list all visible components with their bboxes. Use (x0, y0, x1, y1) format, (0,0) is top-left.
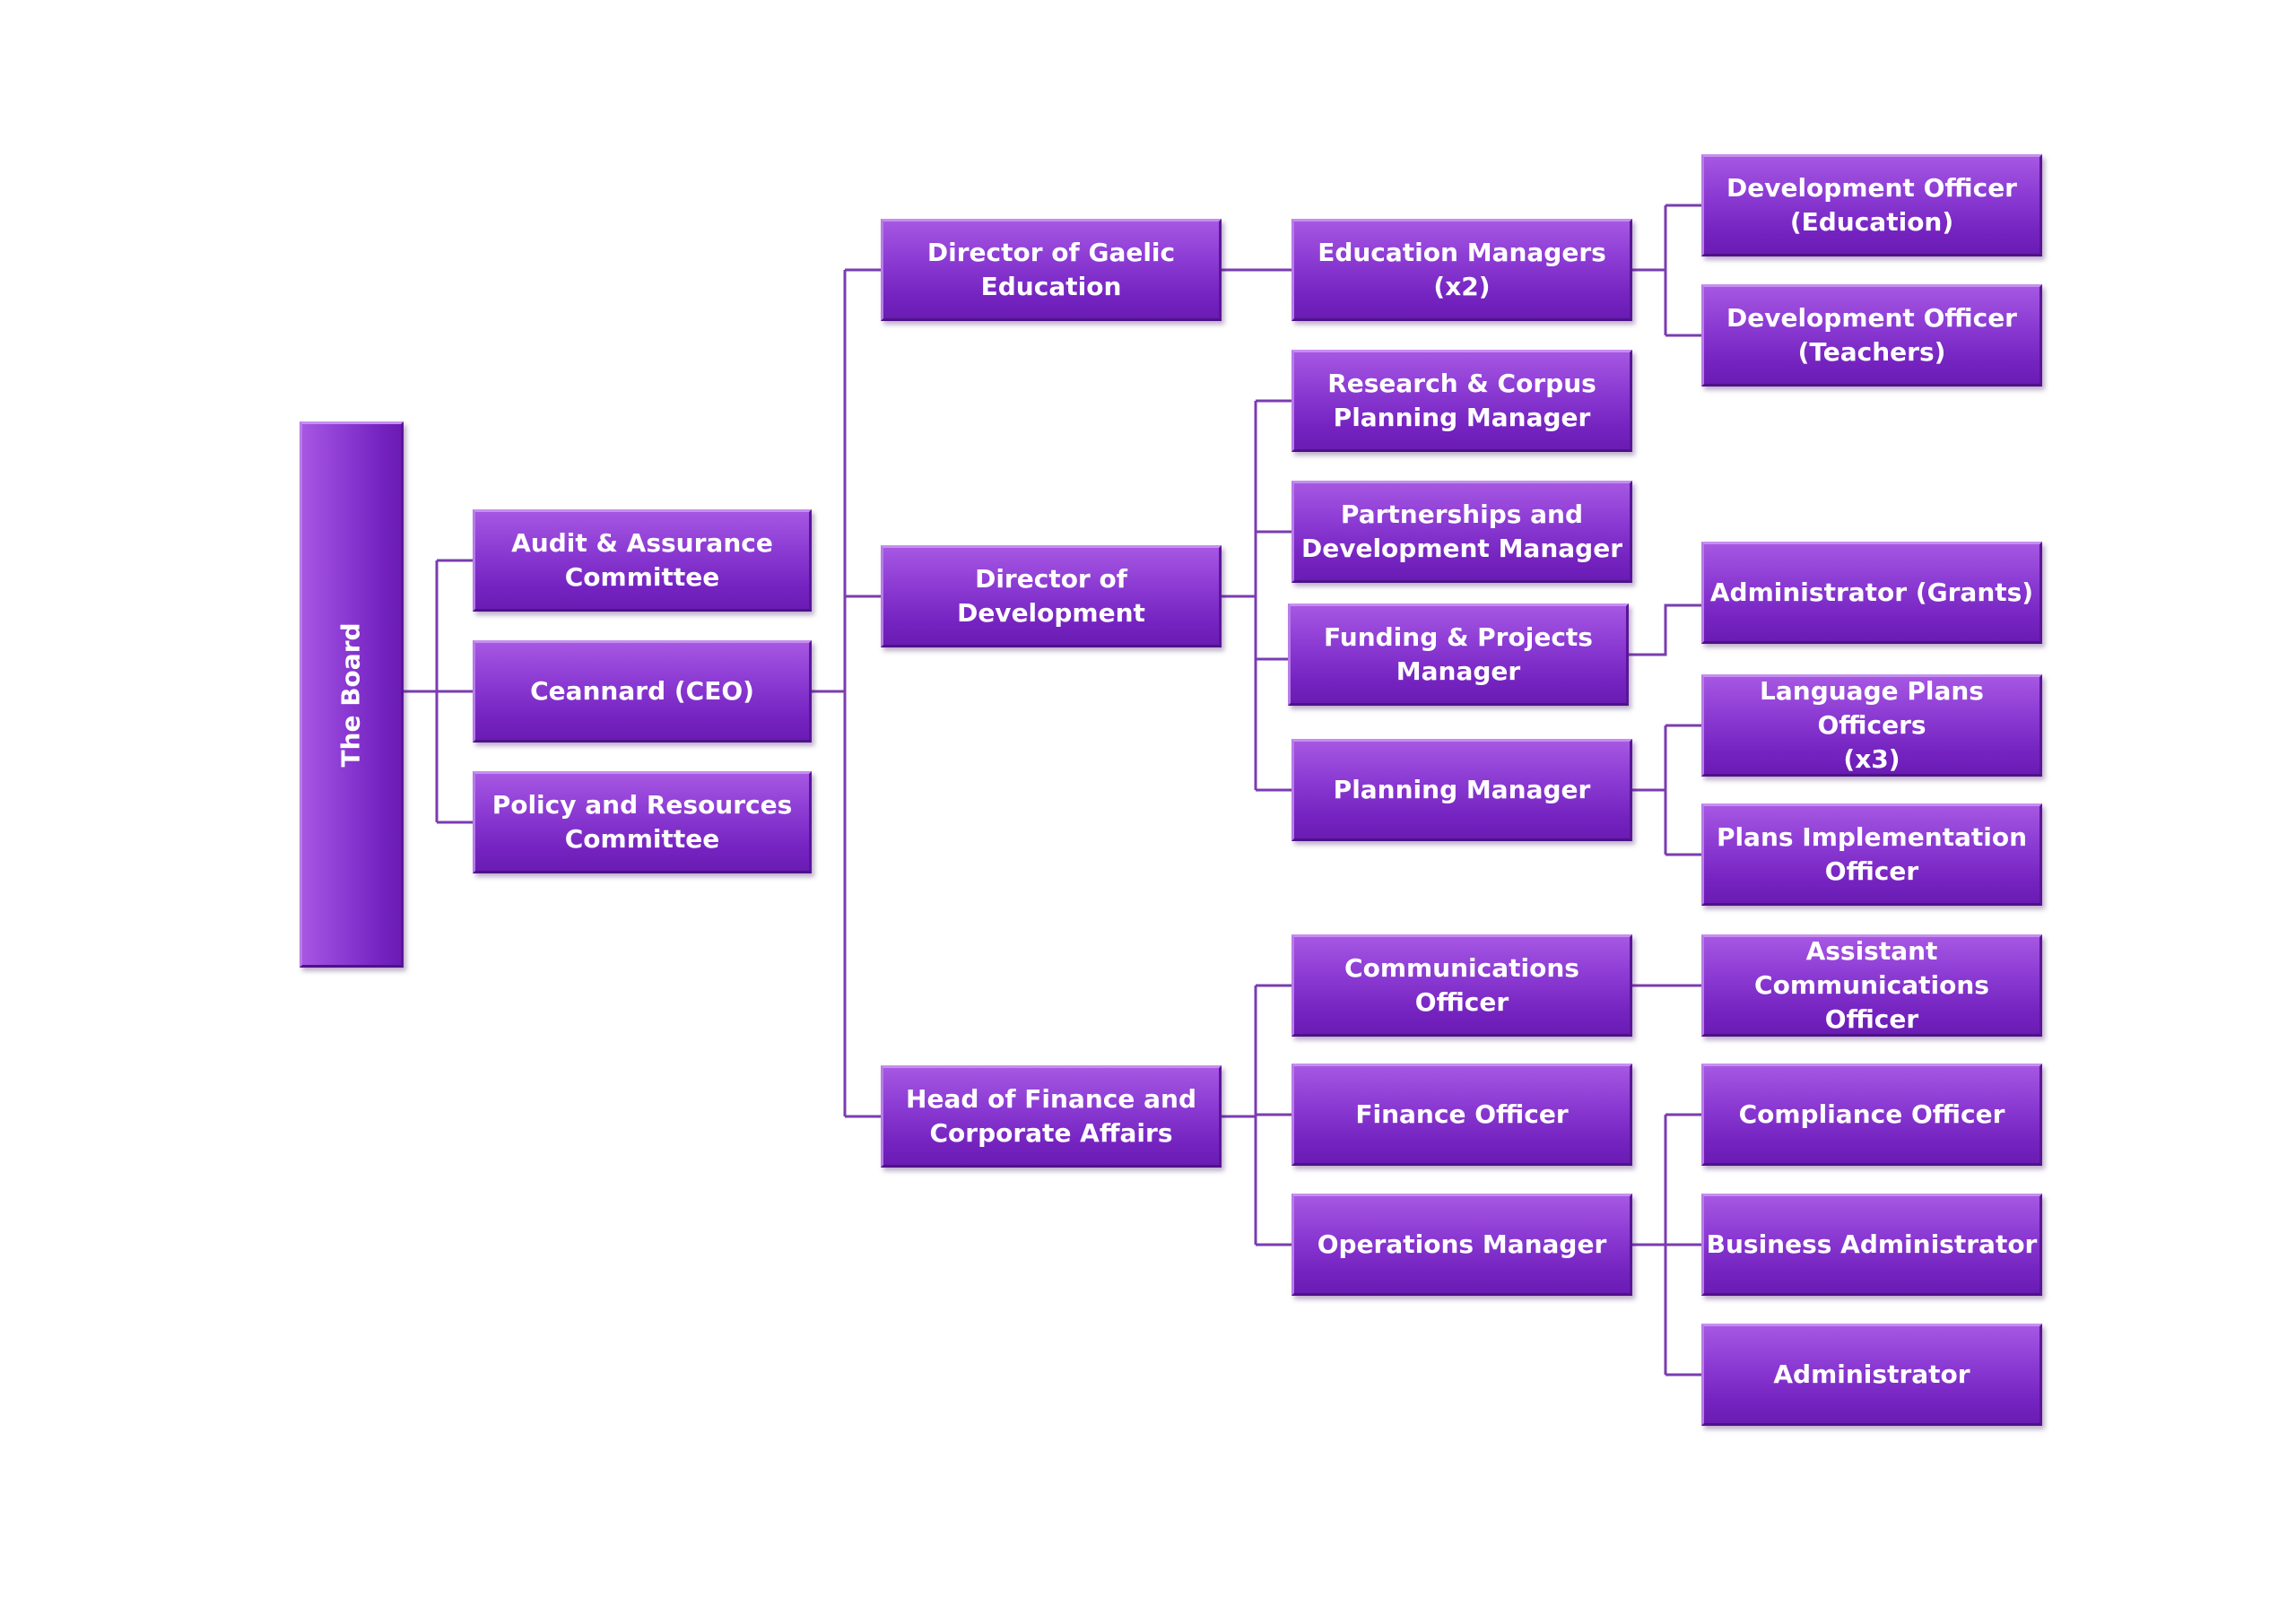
assistant-communications-officer: Assistant Communications Officer (1701, 934, 2042, 1037)
development-officer-teachers: Development Officer (Teachers) (1701, 284, 2042, 386)
business-administrator: Business Administrator (1701, 1194, 2042, 1296)
development-officer-education: Development Officer (Education) (1701, 154, 2042, 256)
operations-manager: Operations Manager (1292, 1194, 1632, 1296)
partnerships-development-manager: Partnerships and Development Manager (1292, 481, 1632, 583)
research-corpus-planning-manager: Research & Corpus Planning Manager (1292, 350, 1632, 452)
administrator-grants: Administrator (Grants) (1701, 542, 2042, 644)
compliance-officer: Compliance Officer (1701, 1064, 2042, 1166)
funding-projects-manager: Funding & Projects Manager (1288, 604, 1629, 706)
ceo-box: Ceannard (CEO) (473, 640, 812, 743)
communications-officer: Communications Officer (1292, 934, 1632, 1037)
policy-resources-committee: Policy and Resources Committee (473, 771, 812, 873)
board-box: The Board (300, 421, 404, 968)
director-gaelic-education: Director of Gaelic Education (881, 219, 1222, 321)
director-development: Director of Development (881, 545, 1222, 647)
planning-manager: Planning Manager (1292, 739, 1632, 841)
head-finance-corporate-affairs: Head of Finance and Corporate Affairs (881, 1065, 1222, 1168)
board-label: The Board (336, 621, 367, 768)
plans-implementation-officer: Plans Implementation Officer (1701, 803, 2042, 906)
finance-officer: Finance Officer (1292, 1064, 1632, 1166)
education-managers: Education Managers (x2) (1292, 219, 1632, 321)
administrator: Administrator (1701, 1324, 2042, 1426)
audit-assurance-committee: Audit & Assurance Committee (473, 509, 812, 612)
language-plans-officers: Language Plans Officers (x3) (1701, 674, 2042, 777)
